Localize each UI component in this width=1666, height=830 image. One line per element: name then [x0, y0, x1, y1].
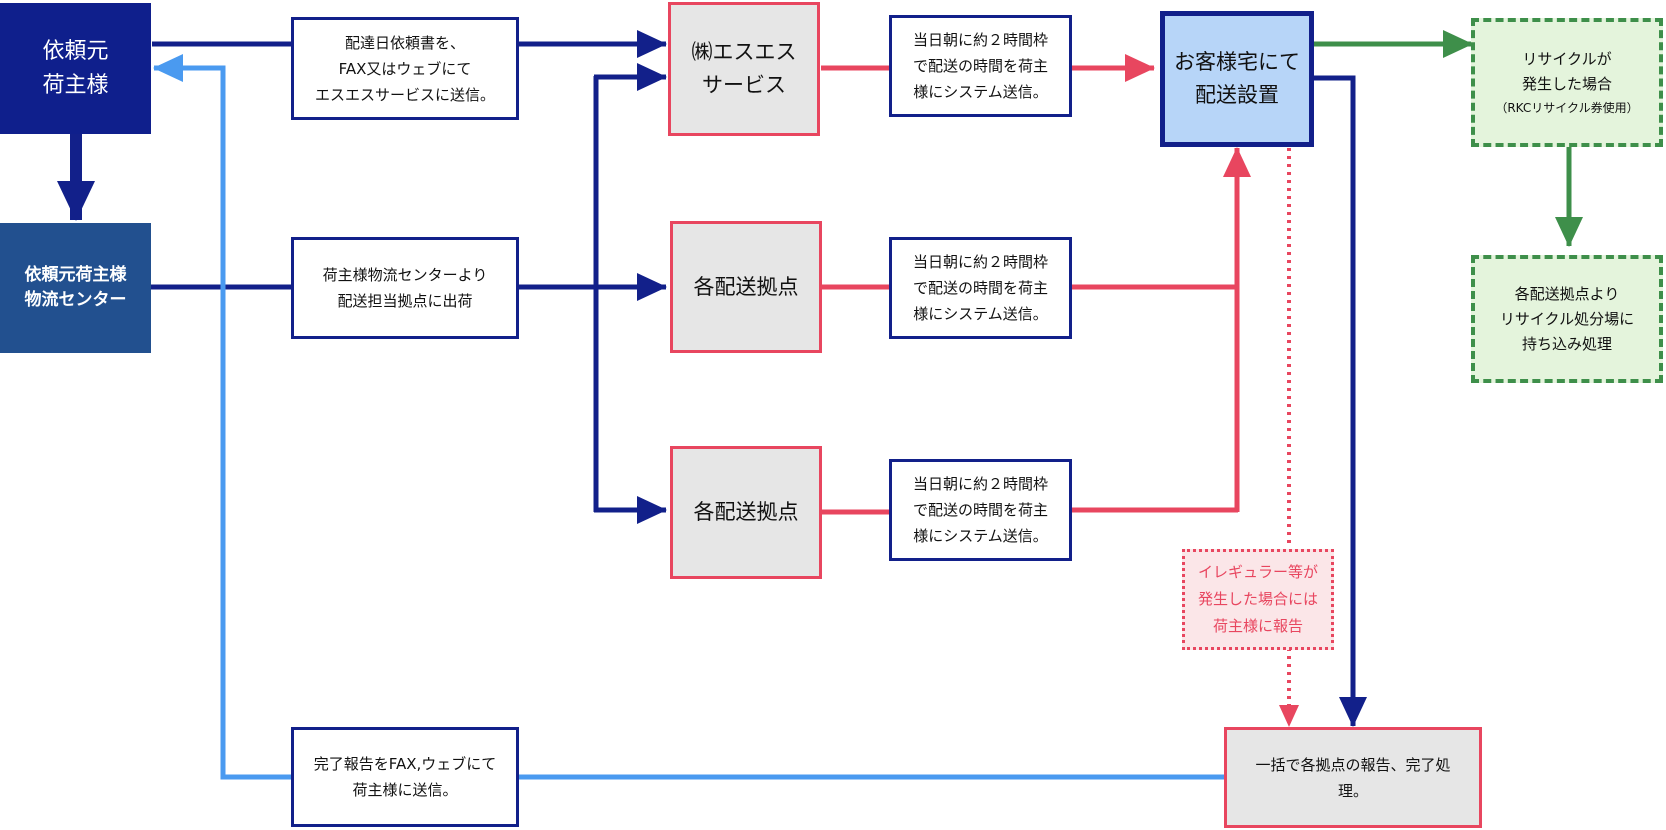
schedule-note-label-1: 当日朝に約２時間枠 で配送の時間を荷主 様にシステム送信。: [912, 31, 1048, 101]
completion-note-box: 完了報告をFAX,ウェブにて 荷主様に送信。: [291, 727, 519, 827]
recycle-case-box: リサイクルが 発生した場合 （RKCリサイクル券使用）: [1471, 18, 1663, 147]
client-box: 依頼元 荷主様: [0, 3, 151, 134]
customer-home-label: お客様宅にて 配送設置: [1174, 50, 1300, 107]
batch-report-box: 一括で各拠点の報告、完了処理。: [1224, 727, 1482, 828]
depot-label-1: 各配送拠点: [693, 274, 799, 299]
schedule-note-label-2: 当日朝に約２時間枠 で配送の時間を荷主 様にシステム送信。: [912, 253, 1048, 323]
schedule-note-box-1: 当日朝に約２時間枠 で配送の時間を荷主 様にシステム送信。: [889, 15, 1072, 117]
ss-service-label: ㈱エスエス サービス: [691, 40, 797, 97]
depot-label-2: 各配送拠点: [693, 500, 799, 524]
shipment-note-label: 荷主様物流センターより 配送担当拠点に出荷: [322, 266, 488, 310]
request-note-box: 配達日依頼書を、 FAX又はウェブにて エスエスサービスに送信。: [291, 17, 519, 120]
recycle-case-content: リサイクルが 発生した場合 （RKCリサイクル券使用）: [1495, 47, 1638, 119]
irregular-report-box: イレギュラー等が 発生した場合には 荷主様に報告: [1182, 549, 1334, 650]
customer-home-box: お客様宅にて 配送設置: [1160, 11, 1314, 147]
shipment-note-box: 荷主様物流センターより 配送担当拠点に出荷: [291, 237, 519, 339]
depot-box-1: 各配送拠点: [670, 221, 822, 353]
client-label: 依頼元 荷主様: [42, 38, 109, 98]
logistics-center-label: 依頼元荷主様 物流センター: [24, 265, 127, 310]
request-note-label: 配達日依頼書を、 FAX又はウェブにて エスエスサービスに送信。: [314, 33, 495, 104]
recycle-ticket-label: （RKCリサイクル券使用）: [1495, 100, 1639, 115]
batch-report-label: 一括で各拠点の報告、完了処理。: [1255, 755, 1451, 800]
recycle-case-label: リサイクルが 発生した場合: [1521, 49, 1612, 93]
schedule-note-box-3: 当日朝に約２時間枠 で配送の時間を荷主 様にシステム送信。: [889, 459, 1072, 561]
logistics-center-box: 依頼元荷主様 物流センター: [0, 223, 151, 353]
ss-service-box: ㈱エスエス サービス: [668, 2, 820, 136]
schedule-note-label-3: 当日朝に約２時間枠 で配送の時間を荷主 様にシステム送信。: [912, 475, 1048, 545]
schedule-note-box-2: 当日朝に約２時間枠 で配送の時間を荷主 様にシステム送信。: [889, 237, 1072, 339]
completion-note-label: 完了報告をFAX,ウェブにて 荷主様に送信。: [313, 755, 497, 799]
recycle-disposal-box: 各配送拠点より リサイクル処分場に 持ち込み処理: [1471, 255, 1663, 383]
home-to-batch-arrow: [1314, 75, 1367, 727]
irregular-report-label: イレギュラー等が 発生した場合には 荷主様に報告: [1197, 563, 1318, 635]
completion-to-client-arrow: [153, 54, 292, 780]
recycle-disposal-label: 各配送拠点より リサイクル処分場に 持ち込み処理: [1499, 284, 1635, 353]
depot-box-2: 各配送拠点: [670, 446, 822, 579]
